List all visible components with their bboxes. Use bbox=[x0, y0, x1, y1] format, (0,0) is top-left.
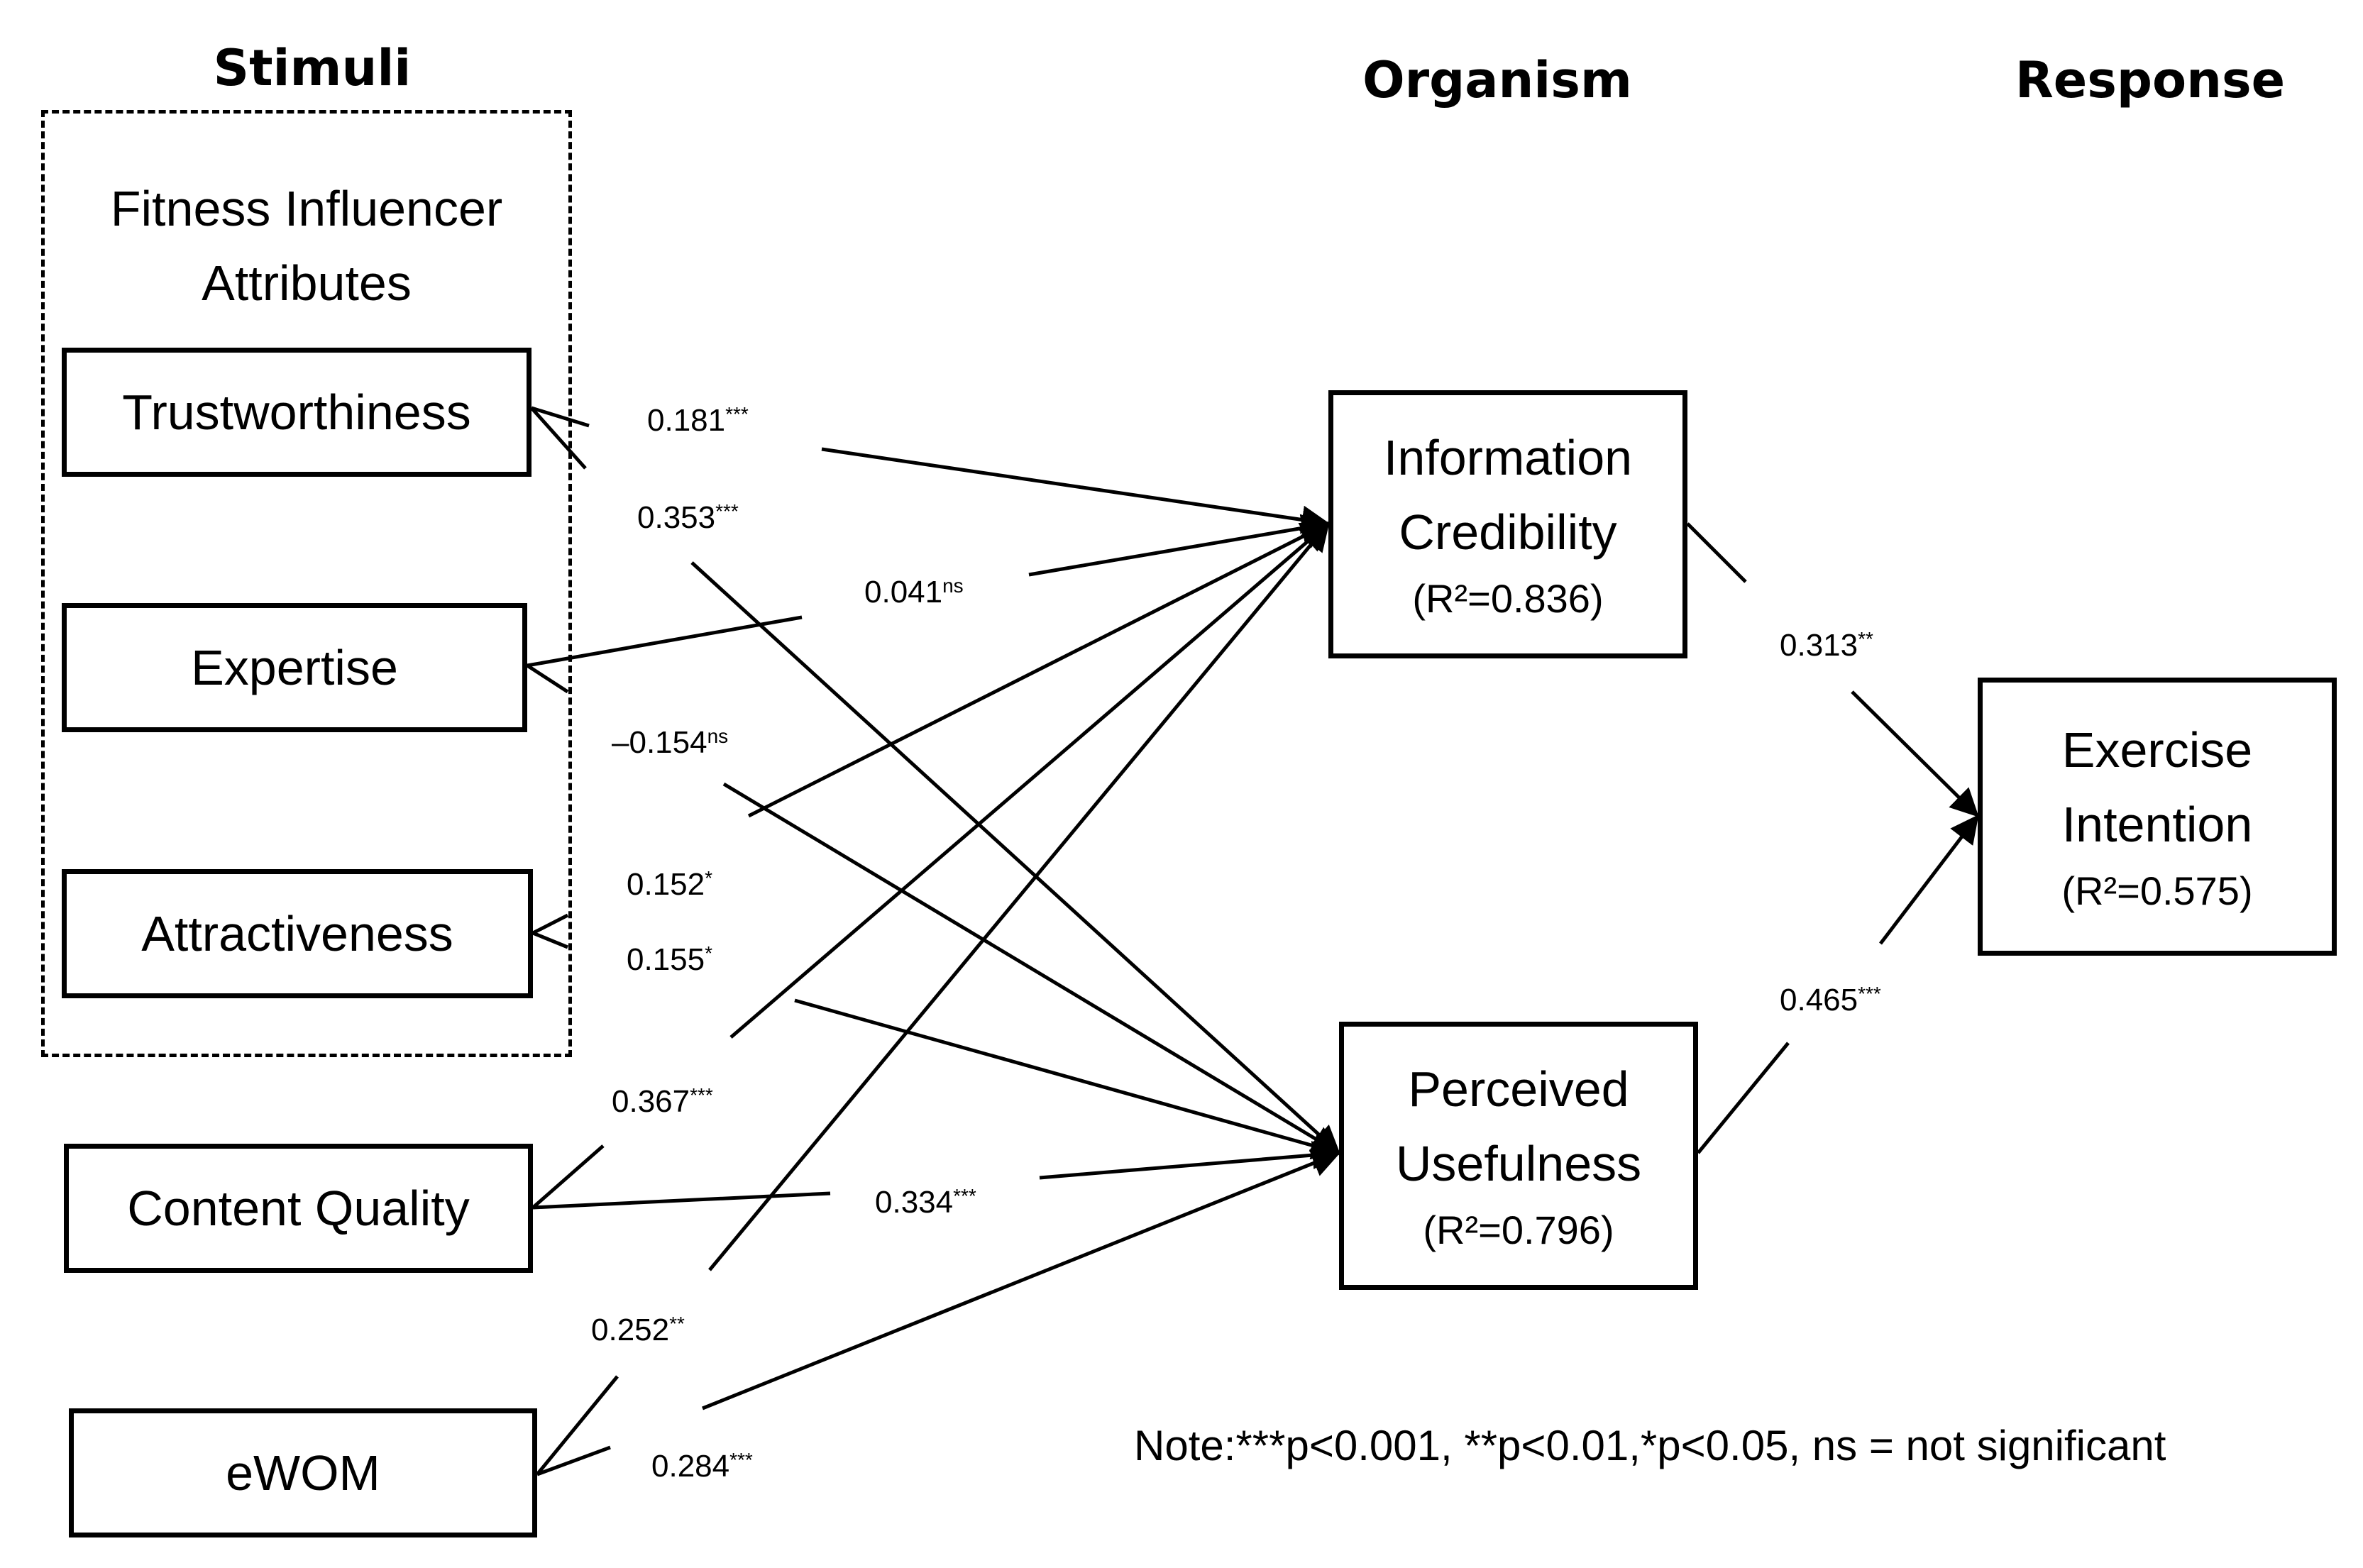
node-label: Expertise bbox=[191, 639, 398, 695]
node-r2: (R²=0.575) bbox=[2061, 868, 2253, 914]
coef-sig: *** bbox=[953, 1185, 976, 1207]
node-line2: Usefulness bbox=[1395, 1136, 1642, 1192]
coef-trust-ic: 0.181*** bbox=[647, 403, 749, 438]
path-line-cq-pu-start bbox=[532, 1191, 831, 1210]
coef-attr-ic: 0.152* bbox=[627, 867, 712, 902]
coef-trust-pu: 0.353*** bbox=[637, 500, 739, 536]
coef-value: 0.313 bbox=[1780, 628, 1858, 663]
path-line-trust-pu-end bbox=[690, 561, 1340, 1154]
path-line-attr-pu-start bbox=[532, 931, 568, 949]
path-line-attr-ic-end bbox=[747, 521, 1331, 818]
coef-sig: *** bbox=[715, 500, 739, 522]
node-line2: Intention bbox=[2061, 797, 2253, 853]
coef-sig: *** bbox=[690, 1084, 713, 1106]
path-line-cq-ic-start bbox=[531, 1144, 605, 1209]
coef-sig: * bbox=[705, 942, 713, 964]
coef-sig: ns bbox=[942, 575, 964, 597]
coef-sig: * bbox=[705, 867, 713, 889]
node-attractiveness: Attractiveness bbox=[62, 869, 533, 998]
path-line-ewom-ic-start bbox=[536, 1375, 619, 1476]
coef-ic-ei: 0.313** bbox=[1780, 628, 1873, 663]
path-line-exp-pu-start bbox=[526, 663, 569, 694]
path-line-exp-ic-end bbox=[1028, 514, 1331, 577]
path-line-trust-ic-start bbox=[531, 406, 590, 428]
path-line-cq-ic-end bbox=[729, 522, 1330, 1039]
coef-cq-pu: 0.334*** bbox=[875, 1185, 976, 1220]
node-expertise: Expertise bbox=[62, 603, 527, 732]
coef-value: 0.353 bbox=[637, 500, 716, 535]
node-content-quality: Content Quality bbox=[64, 1144, 533, 1273]
node-exercise-intention: Exercise Intention (R²=0.575) bbox=[1978, 678, 2337, 956]
node-line1: Exercise bbox=[2061, 722, 2253, 778]
path-line-cq-pu-end bbox=[1039, 1141, 1341, 1180]
coef-cq-ic: 0.367*** bbox=[612, 1084, 713, 1120]
coef-value: 0.152 bbox=[627, 867, 705, 902]
path-line-trust-ic-end bbox=[821, 447, 1331, 534]
header-stimuli: Stimuli bbox=[213, 39, 412, 97]
coef-sig: ** bbox=[669, 1313, 685, 1335]
significance-note: Note:***p<0.001, **p<0.01,*p<0.05, ns = … bbox=[1134, 1422, 2166, 1469]
node-r2: (R²=0.796) bbox=[1423, 1208, 1614, 1253]
coef-sig: *** bbox=[729, 1449, 753, 1471]
coef-value: 0.041 bbox=[864, 575, 943, 609]
path-line-trust-pu-start bbox=[530, 407, 587, 470]
coef-ewom-pu: 0.284*** bbox=[651, 1449, 753, 1484]
group-title: Fitness Influencer Attributes bbox=[45, 172, 568, 321]
node-label: Content Quality bbox=[127, 1180, 470, 1236]
node-label: Trustworthiness bbox=[122, 384, 471, 440]
path-line-attr-ic-start bbox=[531, 913, 569, 935]
coef-sig: *** bbox=[725, 403, 749, 425]
node-perceived-usefulness: Perceived Usefulness (R²=0.796) bbox=[1339, 1022, 1698, 1290]
node-trustworthiness: Trustworthiness bbox=[62, 348, 531, 477]
node-line2: Credibility bbox=[1399, 504, 1617, 561]
path-line-ewom-pu-end bbox=[702, 1149, 1341, 1410]
group-title-line1: Fitness Influencer bbox=[110, 181, 503, 236]
coef-exp-ic: 0.041ns bbox=[864, 575, 964, 610]
node-r2: (R²=0.836) bbox=[1412, 576, 1604, 622]
path-line-pu-ei-start bbox=[1697, 1042, 1790, 1154]
path-line-pu-ei-end bbox=[1879, 815, 1979, 945]
coef-value: 0.367 bbox=[612, 1084, 690, 1119]
path-line-exp-pu-end bbox=[722, 782, 1341, 1155]
coef-ewom-ic: 0.252** bbox=[591, 1313, 685, 1348]
coef-value: 0.252 bbox=[591, 1313, 670, 1347]
fitness-influencer-attributes-group: Fitness Influencer Attributes bbox=[41, 110, 572, 1057]
path-line-ewom-ic-end bbox=[708, 522, 1330, 1271]
coef-value: –0.154 bbox=[612, 725, 707, 760]
group-title-line2: Attributes bbox=[202, 255, 412, 311]
node-label: eWOM bbox=[226, 1445, 380, 1501]
path-line-ewom-pu-start bbox=[536, 1445, 611, 1476]
coef-value: 0.465 bbox=[1780, 983, 1858, 1017]
coef-value: 0.334 bbox=[875, 1185, 954, 1220]
coef-sig: ns bbox=[707, 725, 729, 747]
coef-sig: *** bbox=[1858, 983, 1881, 1005]
header-organism: Organism bbox=[1362, 51, 1632, 109]
path-line-exp-ic-start bbox=[527, 615, 803, 668]
node-ewom: eWOM bbox=[69, 1408, 537, 1537]
coef-sig: ** bbox=[1858, 628, 1873, 650]
path-line-attr-pu-end bbox=[794, 998, 1341, 1160]
coef-value: 0.284 bbox=[651, 1449, 730, 1484]
node-label: Attractiveness bbox=[141, 905, 453, 961]
coef-exp-pu: –0.154ns bbox=[612, 725, 728, 761]
coef-value: 0.181 bbox=[647, 403, 726, 438]
node-information-credibility: Information Credibility (R²=0.836) bbox=[1328, 390, 1687, 658]
path-line-ic-ei-start bbox=[1686, 522, 1747, 583]
coef-attr-pu: 0.155* bbox=[627, 942, 712, 978]
path-line-ic-ei-end bbox=[1851, 690, 1979, 817]
header-response: Response bbox=[2015, 51, 2286, 109]
coef-pu-ei: 0.465*** bbox=[1780, 983, 1881, 1018]
coef-value: 0.155 bbox=[627, 942, 705, 977]
node-line1: Perceived bbox=[1408, 1061, 1629, 1117]
node-line1: Information bbox=[1383, 430, 1633, 486]
